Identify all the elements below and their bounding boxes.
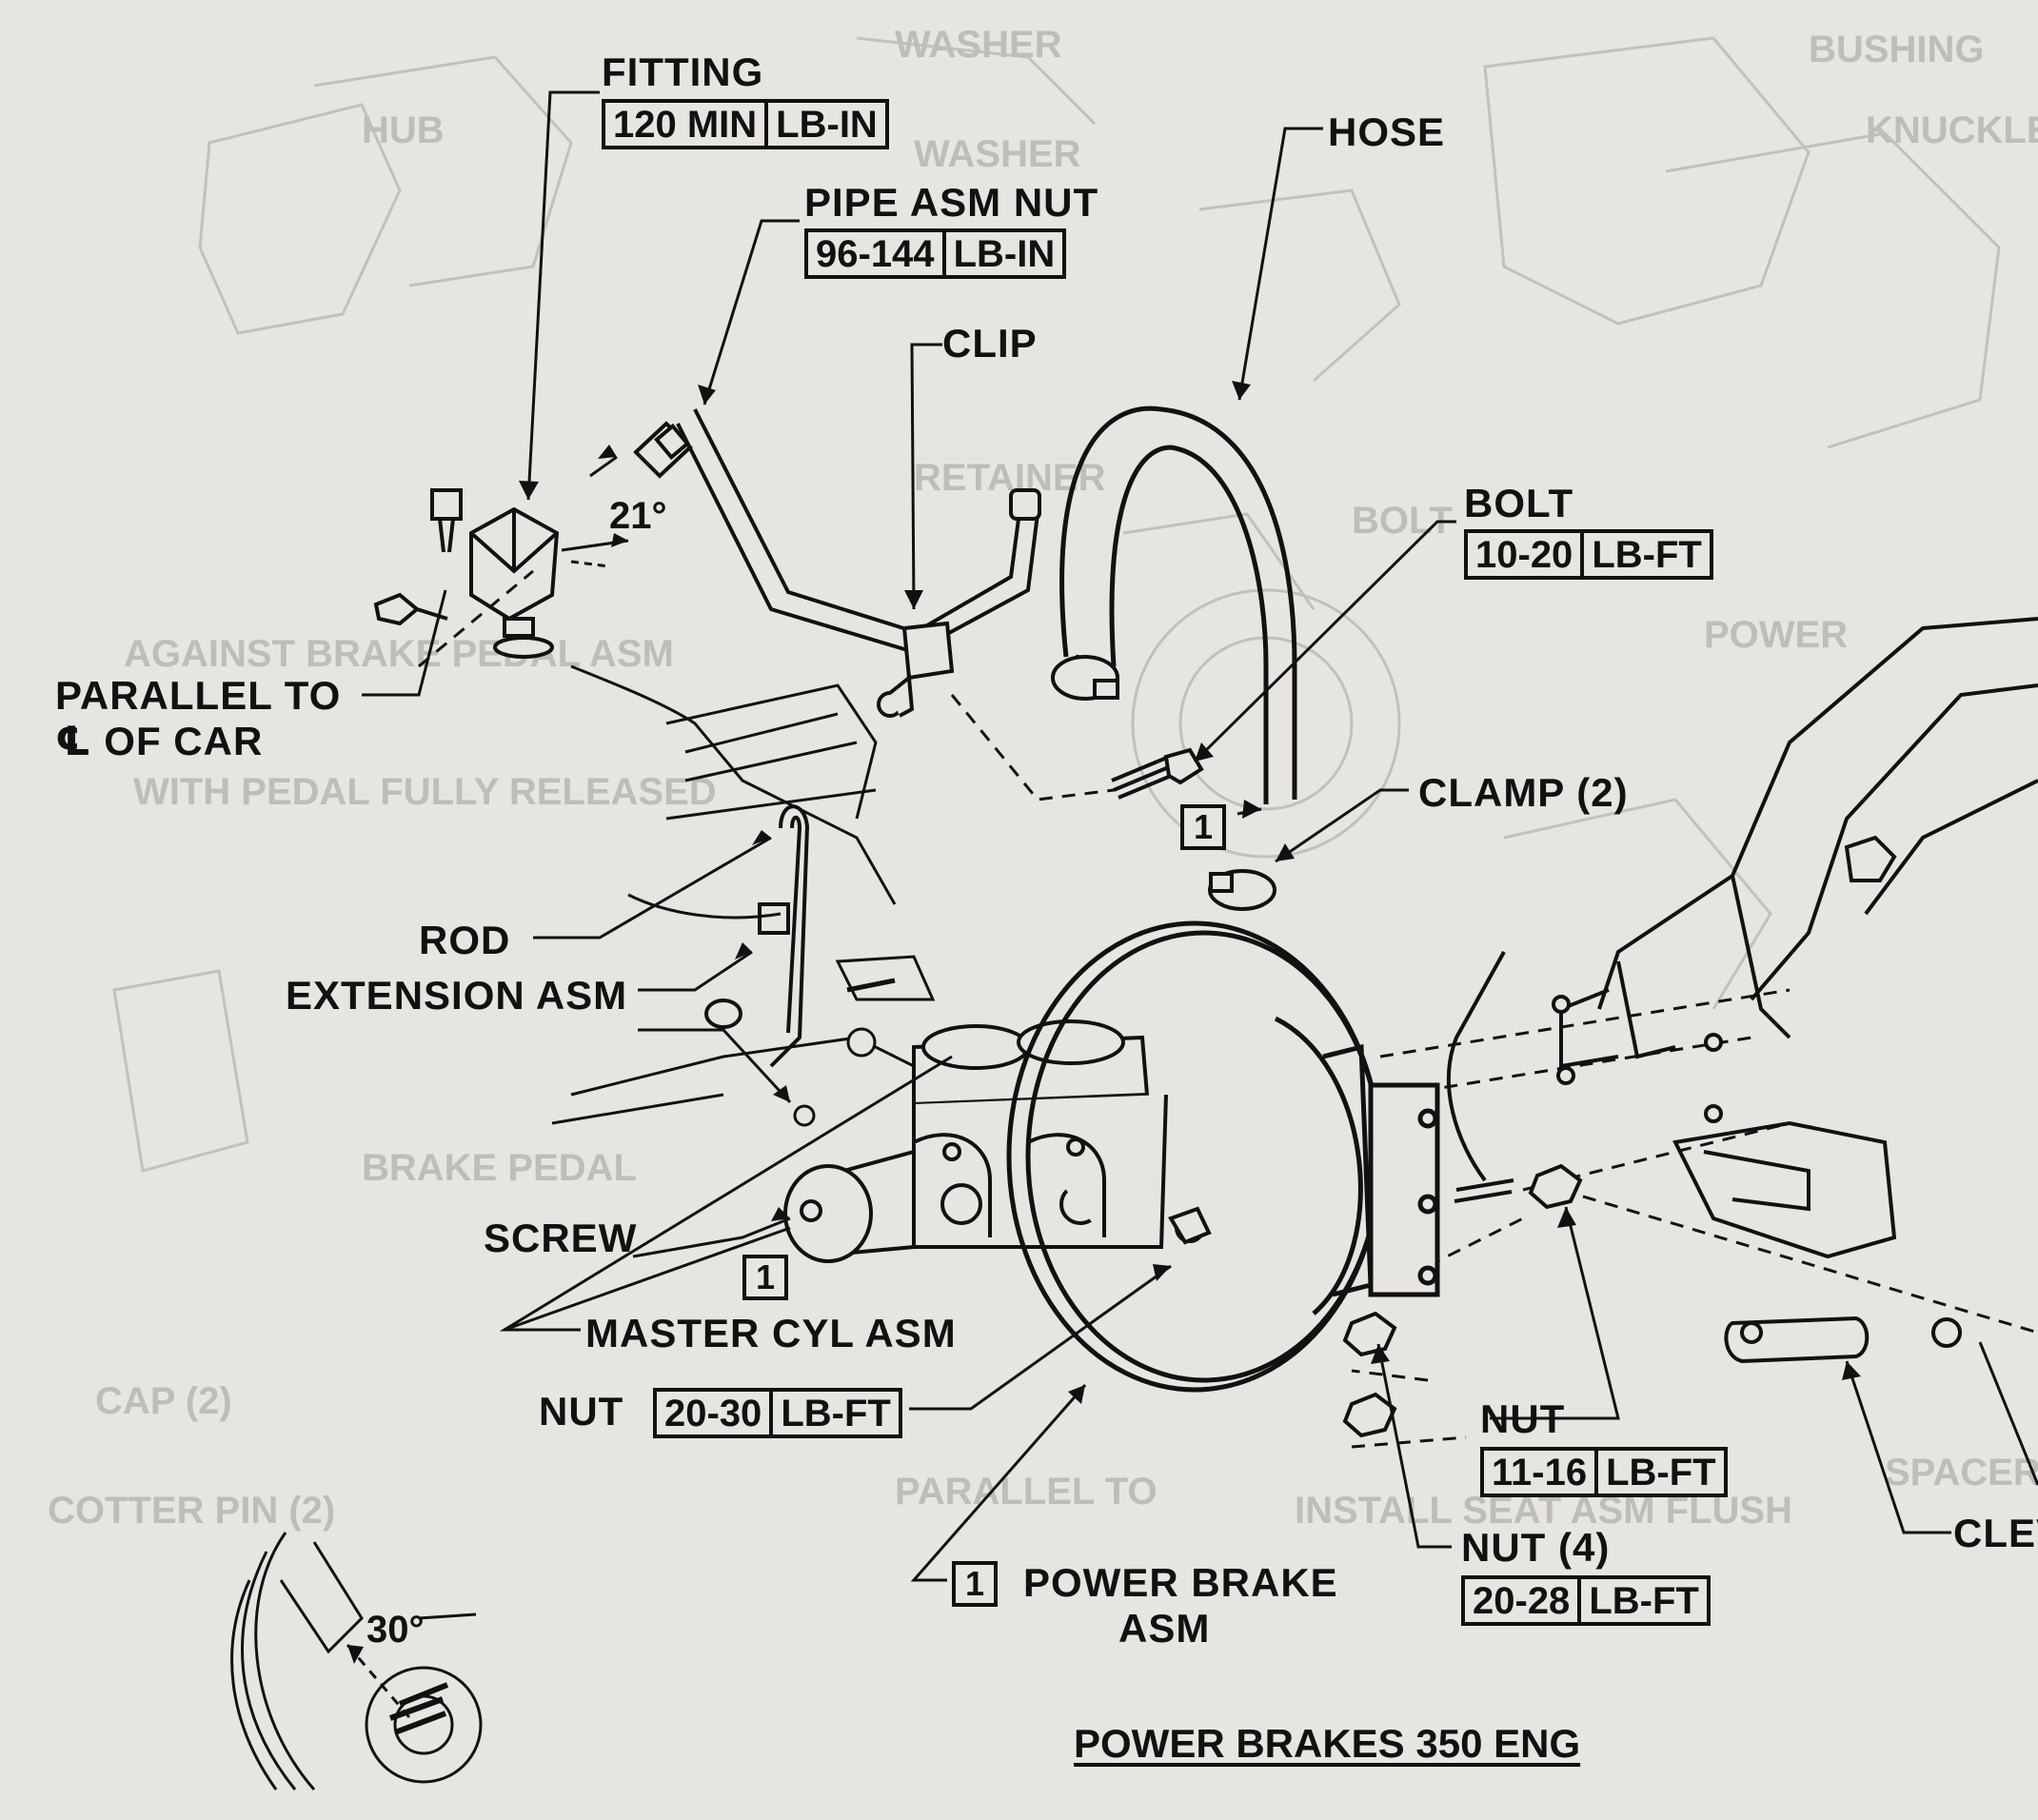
brake-pipe — [676, 408, 1041, 655]
bolt-torque-spec: 10-20 LB-FT — [1464, 529, 1713, 580]
ghost-background-text: WASHER WASHER BUSHING KNUCKLE HUB RETAIN… — [48, 24, 2038, 1532]
nut-pedal-torque-value: 11-16 — [1492, 1452, 1588, 1494]
angle-30-label: 30° — [366, 1609, 425, 1651]
hose-label: HOSE — [1328, 109, 1446, 154]
dash-lines — [418, 569, 2038, 1449]
ref-marker-master-cyl: 1 — [742, 1255, 788, 1300]
bracket-washer — [373, 592, 448, 626]
svg-text:CAP (2): CAP (2) — [95, 1380, 232, 1422]
fitting-part — [430, 488, 560, 659]
nut-mc-torque-unit: LB-FT — [769, 1392, 899, 1434]
svg-text:KNUCKLE: KNUCKLE — [1866, 109, 2038, 151]
hose-clamp-upper — [1051, 655, 1119, 701]
clamp-label: CLAMP (2) — [1418, 770, 1629, 815]
pipe-asm-nut-fitting — [633, 421, 693, 479]
parallel-label-line2: ℄ OF CAR — [55, 719, 264, 763]
svg-text:COTTER PIN (2): COTTER PIN (2) — [48, 1490, 335, 1532]
svg-text:POWER: POWER — [1704, 614, 1848, 656]
power-brake-booster — [1006, 920, 1440, 1393]
master-cyl-asm-label: MASTER CYL ASM — [585, 1311, 957, 1355]
leader-lines — [362, 90, 2038, 1582]
svg-text:WASHER: WASHER — [895, 24, 1062, 66]
nut-4-label: NUT (4) — [1461, 1525, 1611, 1570]
ref-marker-hose: 1 — [1180, 804, 1226, 850]
ref-marker-power-brake: 1 — [952, 1561, 998, 1607]
svg-text:BUSHING: BUSHING — [1809, 29, 1984, 70]
pipe-asm-nut-torque-unit: LB-IN — [941, 232, 1063, 275]
rod-extension — [704, 804, 810, 1068]
ghost-background-linework — [112, 36, 2001, 1173]
master-cylinder — [783, 1019, 1212, 1263]
clevis-part — [1724, 1316, 1962, 1364]
clip-label: CLIP — [942, 321, 1038, 366]
svg-text:AGAINST BRAKE PEDAL ASM: AGAINST BRAKE PEDAL ASM — [124, 633, 674, 675]
fitting-label: FITTING — [602, 49, 764, 94]
power-brake-label-line2: ASM — [1118, 1606, 1211, 1651]
nut-4-torque-value: 20-28 — [1473, 1580, 1571, 1622]
clip — [877, 621, 955, 718]
fitting-torque-unit: LB-IN — [764, 103, 885, 146]
fitting-torque-spec: 120 MIN LB-IN — [602, 99, 889, 149]
pedal-bracket — [1552, 617, 2038, 1259]
svg-text:BRAKE PEDAL: BRAKE PEDAL — [362, 1147, 637, 1189]
nut-pedal-torque-spec: 11-16 LB-FT — [1480, 1447, 1728, 1497]
firewall-housing — [551, 664, 936, 1127]
rod-label: ROD — [419, 918, 511, 962]
nut-mc-label: NUT — [539, 1389, 624, 1434]
inset-30-degree — [230, 1532, 483, 1790]
svg-text:HUB: HUB — [362, 109, 445, 151]
pipe-asm-nut-torque-value: 96-144 — [816, 233, 935, 275]
pipe-asm-nut-label: PIPE ASM NUT — [804, 180, 1099, 225]
svg-text:WASHER: WASHER — [914, 133, 1081, 175]
extension-asm-label: EXTENSION ASM — [286, 973, 628, 1018]
screw-label: SCREW — [484, 1216, 638, 1260]
power-brake-label-line1: POWER BRAKE — [1023, 1560, 1338, 1605]
diagram-title: POWER BRAKES 350 ENG — [1074, 1721, 1581, 1766]
lever-wire — [1447, 951, 1506, 1182]
bolt-torque-value: 10-20 — [1475, 534, 1573, 576]
nut-4-torque-unit: LB-FT — [1577, 1579, 1707, 1622]
nut-pedal-torque-unit: LB-FT — [1594, 1451, 1724, 1494]
hose-clamp-lower — [1208, 869, 1276, 911]
svg-text:SPACER: SPACER — [1885, 1452, 2038, 1494]
bolt-torque-unit: LB-FT — [1580, 533, 1710, 576]
svg-text:PARALLEL TO: PARALLEL TO — [895, 1471, 1158, 1513]
bolt-part — [1111, 747, 1204, 800]
nut-pedal-label: NUT — [1480, 1396, 1566, 1441]
nut-mc-torque-value: 20-30 — [664, 1393, 762, 1434]
angle-21-label: 21° — [609, 495, 667, 537]
booster-studs — [1342, 1163, 1583, 1438]
pipe-asm-nut-torque-spec: 96-144 LB-IN — [804, 228, 1067, 279]
bolt-label: BOLT — [1464, 481, 1574, 525]
nut-mc-torque-spec: 20-30 LB-FT — [653, 1388, 902, 1438]
svg-text:WITH PEDAL FULLY RELEASED: WITH PEDAL FULLY RELEASED — [133, 771, 717, 813]
parallel-label-line1: PARALLEL TO — [55, 673, 342, 718]
clevis-label: CLEV — [1953, 1511, 2038, 1555]
svg-text:BOLT: BOLT — [1352, 500, 1453, 542]
fitting-torque-value: 120 MIN — [613, 104, 758, 146]
leader-arrowheads — [347, 381, 1861, 1664]
nut-4-torque-spec: 20-28 LB-FT — [1461, 1575, 1711, 1626]
